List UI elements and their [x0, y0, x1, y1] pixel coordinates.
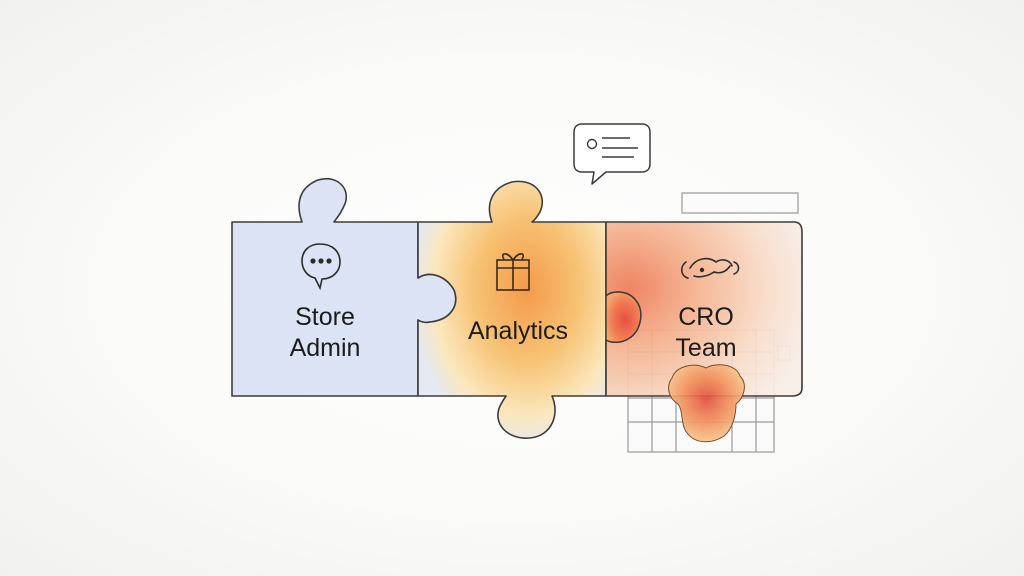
message-bubble-icon: [573, 123, 651, 185]
knob-hotspot: [605, 291, 642, 343]
cro-team-label-line1: CRO: [678, 303, 734, 331]
handshake-icon: [680, 257, 740, 279]
chat-bubble-icon: [301, 243, 341, 291]
cro-team-label: CRO Team: [650, 302, 762, 364]
store-admin-label: Store Admin: [262, 302, 388, 364]
gift-box-icon: [496, 253, 530, 291]
cro-team-label-line2: Team: [675, 334, 737, 362]
store-admin-label-line1: Store: [295, 303, 355, 331]
analytics-piece: [417, 180, 607, 439]
store-admin-label-line2: Admin: [289, 334, 361, 362]
analytics-label-line1: Analytics: [467, 317, 569, 345]
heatmap-hotspot: [668, 364, 745, 443]
analytics-label: Analytics: [450, 316, 586, 347]
